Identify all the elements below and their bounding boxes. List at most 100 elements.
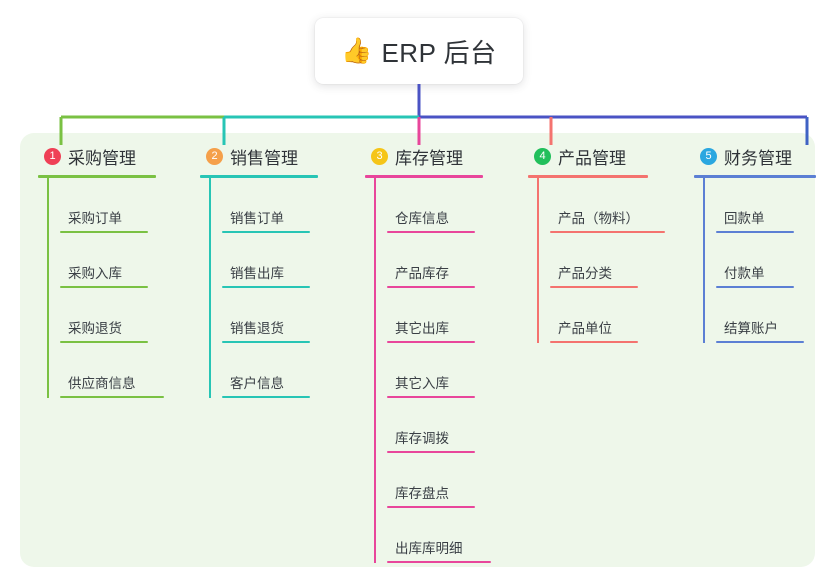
leaf-underline	[60, 231, 148, 233]
branch-title-1: 采购管理	[68, 148, 136, 168]
leaf-node[interactable]: 销售订单	[222, 178, 350, 233]
leaf-label: 出库库明细	[395, 541, 463, 556]
leaf-node[interactable]: 其它出库	[387, 288, 515, 343]
branch-column-4: 4 产品管理产品（物料） 产品分类产品单位	[528, 143, 688, 343]
root-node[interactable]: 👍 ERP 后台	[315, 18, 523, 84]
leaf-underline	[387, 396, 475, 398]
branch-badge-5: 5	[700, 147, 717, 165]
branch-badge-4: 4	[534, 147, 551, 165]
leaf-underline	[60, 396, 164, 398]
branch-column-2: 2 销售管理销售订单销售出库销售退货客户信息	[200, 143, 350, 398]
branch-column-5: 5 财务管理回款单付款单结算账户	[694, 143, 834, 343]
branch-badge-1: 1	[44, 147, 61, 165]
branch-underline-2	[200, 175, 318, 178]
leaf-underline	[60, 286, 148, 288]
leaf-underline	[387, 506, 475, 508]
leaf-underline	[222, 231, 310, 233]
branch-spine-3	[374, 178, 376, 563]
leaf-label: 采购退货	[68, 321, 122, 336]
leaf-label: 产品单位	[558, 321, 612, 336]
branch-header-3[interactable]: 3 库存管理	[365, 143, 515, 169]
branch-title-5: 财务管理	[724, 148, 792, 168]
leaf-node[interactable]: 采购退货	[60, 288, 188, 343]
branch-badge-3: 3	[371, 147, 388, 165]
leaf-underline	[716, 341, 804, 343]
leaf-node[interactable]: 产品单位	[550, 288, 688, 343]
leaf-label: 产品库存	[395, 266, 449, 281]
branch-header-4[interactable]: 4 产品管理	[528, 143, 688, 169]
branch-underline-4	[528, 175, 648, 178]
root-title: ERP 后台	[381, 37, 497, 68]
leaf-underline	[550, 231, 665, 233]
branch-title-4: 产品管理	[558, 148, 626, 168]
leaf-underline	[716, 231, 794, 233]
diagram-panel	[20, 133, 815, 567]
leaf-label: 结算账户	[724, 321, 778, 336]
leaf-node[interactable]: 付款单	[716, 233, 834, 288]
leaf-underline	[716, 286, 794, 288]
leaf-node[interactable]: 回款单	[716, 178, 834, 233]
branch-underline-1	[38, 175, 156, 178]
leaf-underline	[222, 341, 310, 343]
branch-leaf-list-1: 采购订单采购入库采购退货供应商信息	[38, 178, 188, 398]
leaf-underline	[387, 561, 491, 563]
leaf-underline	[387, 286, 475, 288]
branch-header-1[interactable]: 1 采购管理	[38, 143, 188, 169]
branch-leaf-list-3: 仓库信息产品库存其它出库其它入库库存调拨库存盘点出库库明细	[365, 178, 515, 563]
leaf-node[interactable]: 销售退货	[222, 288, 350, 343]
leaf-underline	[550, 286, 638, 288]
leaf-label: 供应商信息	[68, 376, 136, 391]
branch-underline-5	[694, 175, 816, 178]
branch-underline-3	[365, 175, 483, 178]
leaf-label: 回款单	[724, 211, 765, 226]
leaf-underline	[550, 341, 638, 343]
leaf-node[interactable]: 库存调拨	[387, 398, 515, 453]
leaf-underline	[387, 451, 475, 453]
branch-column-1: 1 采购管理采购订单采购入库采购退货供应商信息	[38, 143, 188, 398]
leaf-label: 付款单	[724, 266, 765, 281]
leaf-node[interactable]: 产品库存	[387, 233, 515, 288]
leaf-node[interactable]: 仓库信息	[387, 178, 515, 233]
leaf-node[interactable]: 采购入库	[60, 233, 188, 288]
leaf-node[interactable]: 结算账户	[716, 288, 834, 343]
leaf-label: 采购订单	[68, 211, 122, 226]
branch-column-3: 3 库存管理仓库信息产品库存其它出库其它入库库存调拨库存盘点出库库明细	[365, 143, 515, 563]
leaf-label: 仓库信息	[395, 211, 449, 226]
leaf-label: 销售出库	[230, 266, 284, 281]
leaf-node[interactable]: 产品（物料）	[550, 178, 688, 233]
leaf-node[interactable]: 其它入库	[387, 343, 515, 398]
leaf-underline	[387, 341, 475, 343]
leaf-label: 销售退货	[230, 321, 284, 336]
leaf-label: 库存调拨	[395, 431, 449, 446]
leaf-label: 其它出库	[395, 321, 449, 336]
leaf-underline	[387, 231, 475, 233]
leaf-node[interactable]: 销售出库	[222, 233, 350, 288]
leaf-node[interactable]: 客户信息	[222, 343, 350, 398]
thumbs-up-icon: 👍	[341, 36, 373, 65]
branch-header-2[interactable]: 2 销售管理	[200, 143, 350, 169]
branch-badge-2: 2	[206, 147, 223, 165]
leaf-node[interactable]: 出库库明细	[387, 508, 515, 563]
leaf-label: 库存盘点	[395, 486, 449, 501]
leaf-label: 产品（物料）	[558, 211, 639, 226]
leaf-node[interactable]: 产品分类	[550, 233, 688, 288]
leaf-label: 采购入库	[68, 266, 122, 281]
leaf-label: 产品分类	[558, 266, 612, 281]
branch-spine-2	[209, 178, 211, 398]
branch-header-5[interactable]: 5 财务管理	[694, 143, 834, 169]
branch-leaf-list-2: 销售订单销售出库销售退货客户信息	[200, 178, 350, 398]
leaf-label: 客户信息	[230, 376, 284, 391]
branch-title-2: 销售管理	[230, 148, 298, 168]
leaf-underline	[222, 396, 310, 398]
leaf-node[interactable]: 采购订单	[60, 178, 188, 233]
branch-title-3: 库存管理	[395, 148, 463, 168]
leaf-node[interactable]: 供应商信息	[60, 343, 188, 398]
leaf-node[interactable]: 库存盘点	[387, 453, 515, 508]
branch-leaf-list-5: 回款单付款单结算账户	[694, 178, 834, 343]
leaf-underline	[60, 341, 148, 343]
leaf-underline	[222, 286, 310, 288]
branch-leaf-list-4: 产品（物料） 产品分类产品单位	[528, 178, 688, 343]
branch-spine-1	[47, 178, 49, 398]
branch-spine-5	[703, 178, 705, 343]
